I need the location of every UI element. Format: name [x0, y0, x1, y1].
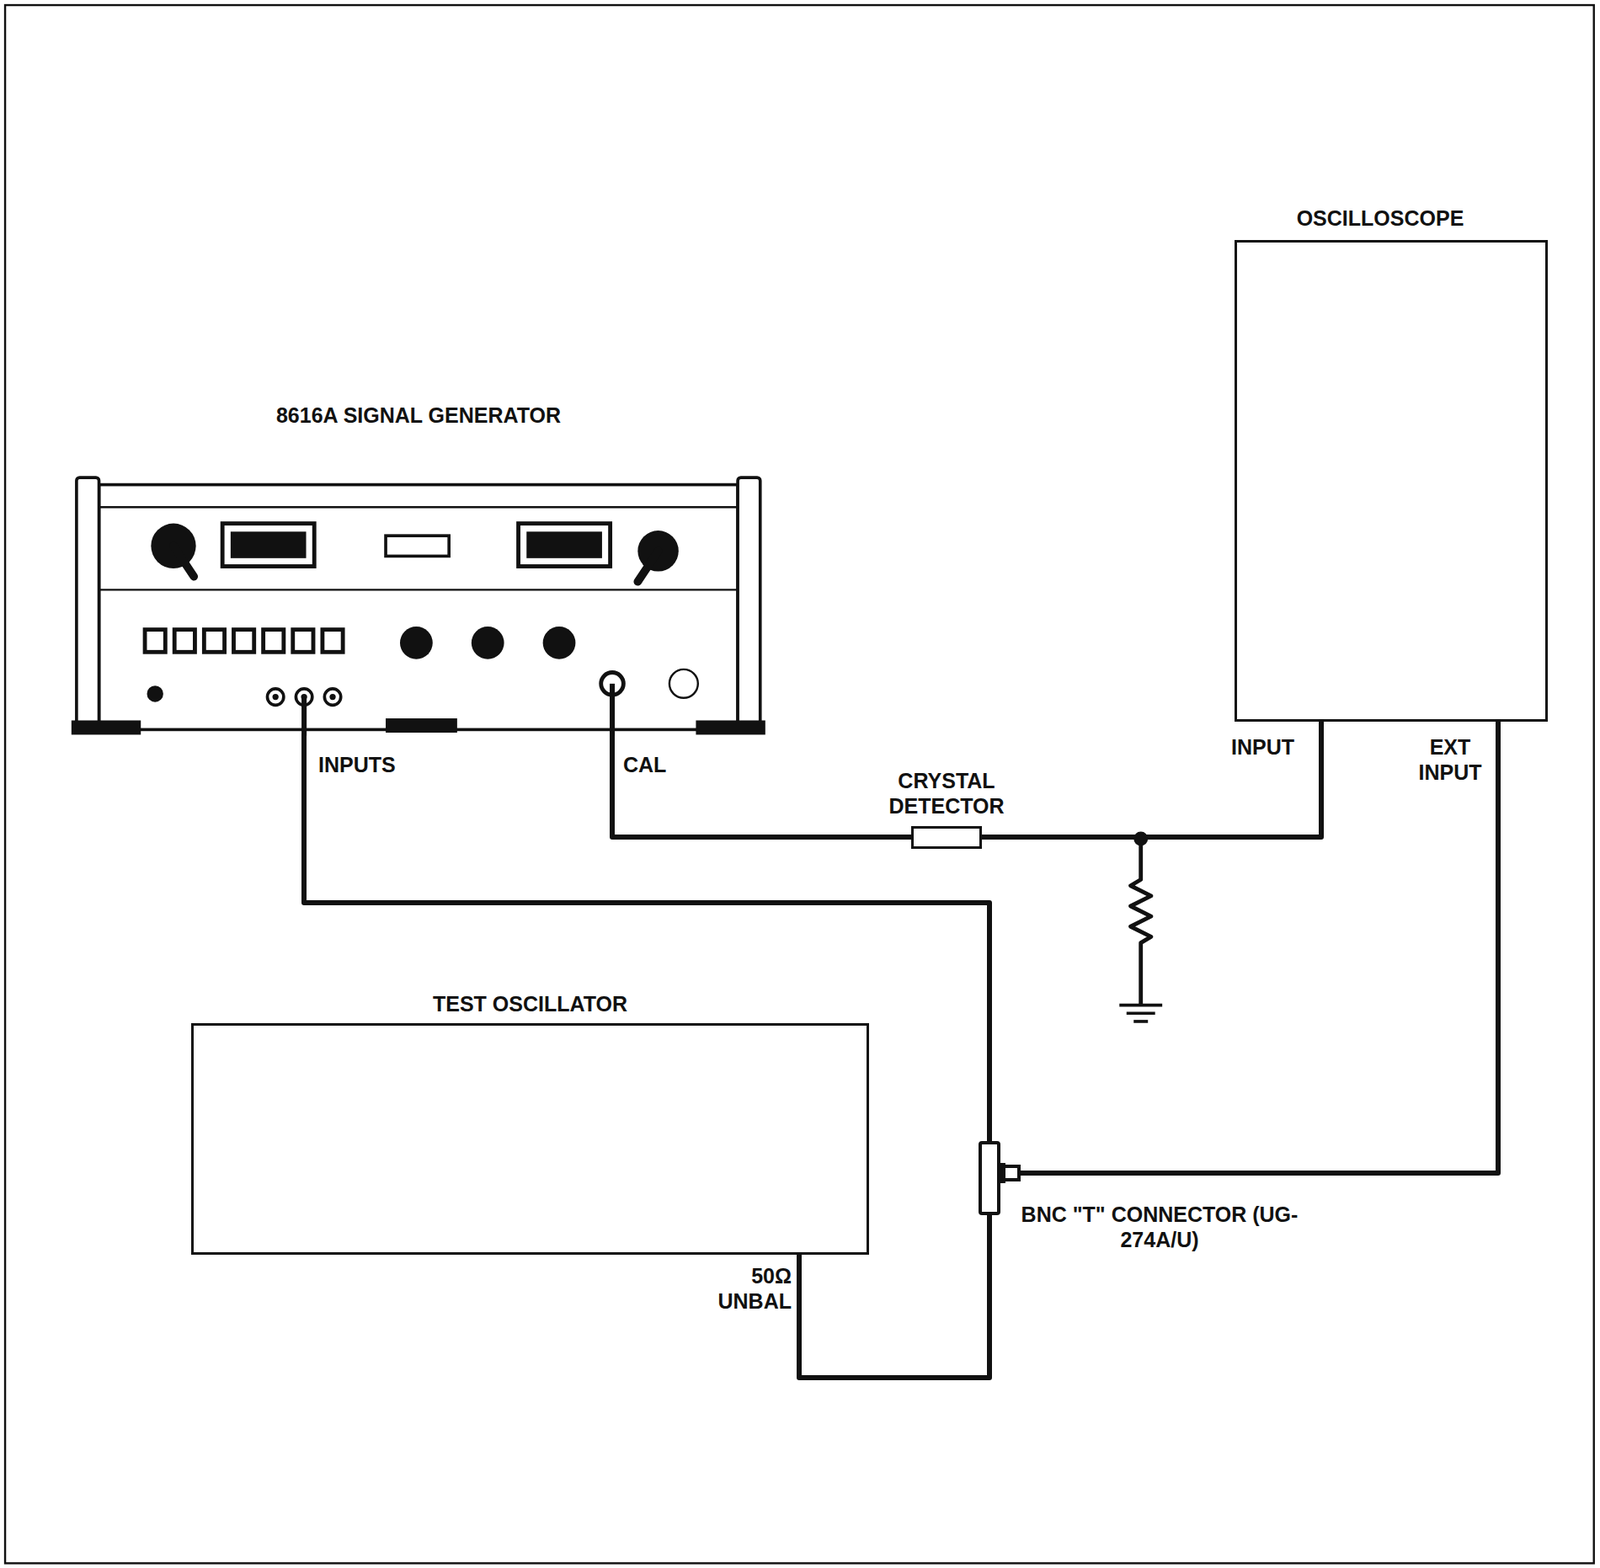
lamp: [669, 669, 699, 699]
generator-foot: [385, 718, 458, 733]
bnc-t-connector: BNC "T" CONNECTOR (UG-274A/U): [976, 1141, 1021, 1216]
push-button: [320, 627, 345, 655]
resistor-symbol: [1130, 838, 1152, 1006]
generator-foot: [71, 720, 141, 735]
port-label: 50Ω UNBAL: [688, 1263, 794, 1314]
push-button: [261, 627, 286, 655]
shape-area: [76, 480, 761, 736]
push-button-face: [146, 631, 163, 651]
generator-foot: [695, 720, 765, 735]
illustration-group: [5, 5, 1595, 1563]
input-jack: [324, 688, 341, 705]
display-screen: [526, 531, 603, 559]
cable-stub: [609, 683, 615, 736]
panel-line: [99, 506, 739, 508]
cable: [612, 735, 912, 838]
display-window: [518, 523, 611, 567]
page-frame: [5, 5, 1595, 1563]
knob-pointer: [637, 550, 658, 582]
test-oscillator-box: TEST OSCILLATOR: [191, 987, 870, 1255]
ground-symbol: [1133, 1019, 1148, 1024]
push-button-face: [176, 631, 193, 651]
push-button: [231, 627, 256, 655]
push-button-face: [265, 631, 282, 651]
port-label: INPUTS: [316, 752, 413, 778]
node-label: CRYSTAL DETECTOR: [840, 768, 1053, 819]
display-window: [222, 523, 315, 567]
port-label: CAL: [621, 752, 684, 778]
outline-box: [911, 826, 982, 849]
push-button-face: [235, 631, 252, 651]
generator-panel: [99, 485, 739, 731]
input-jack: [266, 688, 283, 705]
push-button-face: [206, 631, 223, 651]
port-label: INPUT: [1229, 734, 1309, 760]
push-button: [202, 627, 227, 655]
push-button-face: [324, 631, 341, 651]
node-label: 8616A SIGNAL GENERATOR: [76, 402, 761, 428]
knob: [471, 626, 505, 660]
push-button: [143, 627, 168, 655]
knob: [543, 626, 576, 660]
knob: [400, 626, 433, 660]
ground-symbol: [1119, 1003, 1163, 1008]
port-label: EXT INPUT: [1408, 734, 1493, 785]
ground-symbol: [1126, 1011, 1156, 1015]
knob-pointer: [173, 545, 194, 576]
push-button-face: [294, 631, 311, 651]
outline-box: [1234, 240, 1548, 722]
node-label: OSCILLOSCOPE: [1212, 205, 1548, 231]
power-switch: [146, 685, 163, 702]
display-screen: [230, 531, 307, 559]
cable: [981, 721, 1322, 838]
input-jack-pin: [329, 693, 336, 700]
signal-generator: 8616A SIGNAL GENERATOR: [76, 395, 761, 736]
cable-stub: [301, 697, 307, 736]
generator-rail: [737, 477, 761, 733]
generator-rail: [76, 477, 100, 733]
outline-box: [191, 1023, 870, 1255]
push-button: [290, 627, 315, 655]
node-label: BNC "T" CONNECTOR (UG-274A/U): [1020, 1201, 1299, 1253]
indicator-slot: [385, 535, 449, 556]
oscilloscope-box: OSCILLOSCOPE: [1212, 202, 1548, 722]
tee-drawing: [976, 1141, 1021, 1216]
input-jack-pin: [272, 693, 279, 700]
panel-line: [99, 588, 739, 591]
cable: [1020, 721, 1499, 1174]
tee-body: [980, 1142, 999, 1214]
crystal-detector: CRYSTAL DETECTOR: [840, 768, 1053, 849]
tee-nut: [1000, 1162, 1006, 1184]
push-button: [172, 627, 198, 655]
node-label: TEST OSCILLATOR: [191, 991, 870, 1017]
shape-area: [976, 1141, 1021, 1216]
